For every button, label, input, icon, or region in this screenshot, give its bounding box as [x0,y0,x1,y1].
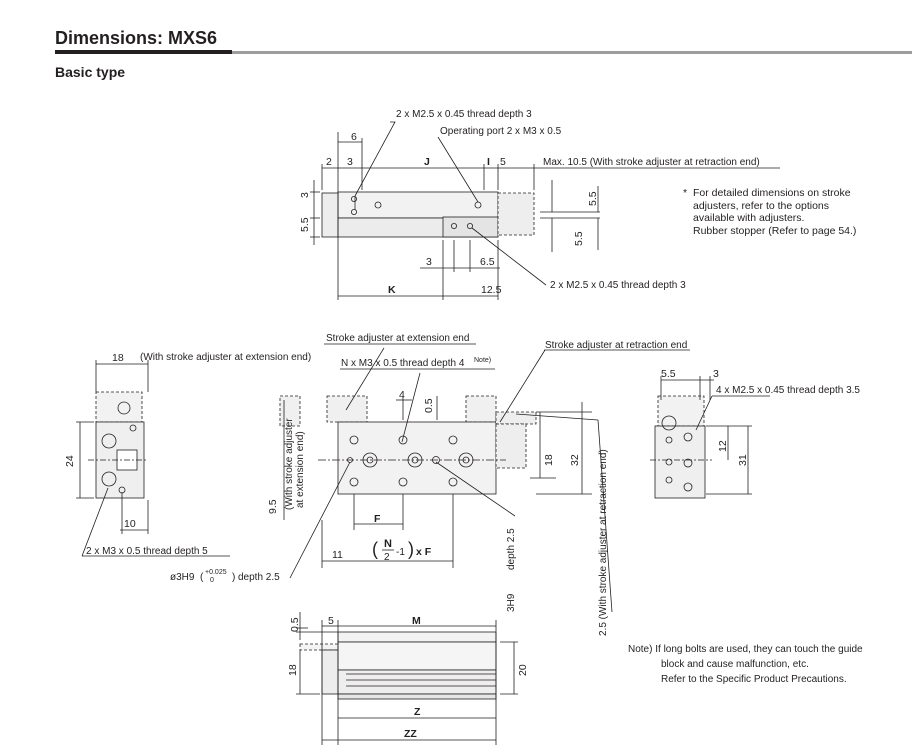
dim-5: 5 [500,156,506,168]
callout-max-retraction: Max. 10.5 (With stroke adjuster at retra… [543,157,760,168]
dim-K: K [388,284,396,296]
callout-with-ext-18: (With stroke adjuster at extension end) [140,352,311,363]
bolt-length-note: Note) If long bolts are used, they can t… [628,642,863,687]
dim-5-5-right-bottom: 5.5 [573,231,585,246]
callout-pin-hole-tol-upper: +0.025 [205,569,227,576]
formula-2: 2 [384,552,390,563]
callout-labels: 2 x M2.5 x 0.45 thread depth 3 Operating… [86,109,860,636]
page-title: Dimensions: MXS6 [55,28,218,48]
dim-3-side: 3 [713,368,719,380]
star-note-line-4: Rubber stopper (Refer to page 54.) [693,224,857,237]
dim-3: 3 [347,156,353,168]
dim-0-5: 0.5 [423,398,435,413]
paren-open: ( [200,572,204,583]
dim-11: 11 [332,549,343,561]
dimension-labels: 6 2 3 J I 5 3 5.5 5.5 5.5 3 6.5 K 12.5 1… [64,131,749,740]
callout-pin-hole-depth: depth 2.5 [238,572,280,583]
right-end-view [650,376,770,499]
dim-4: 4 [399,389,405,401]
paren-close: ) [232,572,235,583]
callout-stroke-ext: Stroke adjuster at extension end [326,333,469,344]
dim-20: 20 [517,664,529,676]
dim-5-front: 5 [328,615,334,627]
dim-12: 12 [717,440,729,452]
callout-operating-port: Operating port 2 x M3 x 0.5 [440,126,562,137]
dim-F: F [374,513,381,525]
dim-18-mid: 18 [543,454,555,466]
formula-minus1: -1 [396,547,405,558]
dim-31: 31 [737,454,749,466]
dim-24: 24 [64,455,76,467]
dim-J: J [424,156,430,168]
dim-12-5: 12.5 [481,284,502,296]
dim-6-5: 6.5 [480,256,495,268]
dim-5-5-right-top: 5.5 [587,191,599,206]
dim-M: M [412,615,421,627]
callout-side-thread: 4 x M2.5 x 0.45 thread depth 3.5 [716,385,860,396]
callout-slot-3h9: 3H9 [506,593,517,612]
dim-2: 2 [326,156,332,168]
callout-pin-hole: ø3H9 [170,572,195,583]
dim-I: I [487,156,490,168]
callout-vertical-ext-2: at extension end) [295,431,306,508]
dim-0-5-front: 0.5 [289,617,301,632]
title-rule-dark [55,50,232,54]
star-note-line-3: available with adjusters. [693,212,805,224]
star-note-line-2: adjusters, refer to the options [693,199,829,212]
callout-left-thread: 2 x M3 x 0.5 thread depth 5 [86,546,208,557]
dim-ZZ: ZZ [404,728,417,740]
dim-18-front: 18 [287,664,299,676]
pitch-formula: ( N 2 -1 ) x F [372,538,432,563]
star-note-line-1: For detailed dimensions on stroke [693,187,851,199]
callout-thread-top: 2 x M2.5 x 0.45 thread depth 3 [396,109,532,120]
formula-xf: x F [416,546,432,558]
dim-32: 32 [569,454,581,466]
asterisk-mark: * [683,187,688,199]
plan-view [279,343,690,613]
callout-pin-hole-tol-lower: 0 [210,577,214,584]
note-line-2: block and cause malfunction, etc. [661,659,809,670]
left-end-view [76,360,230,557]
formula-n: N [384,538,392,550]
title-rule-light [232,51,912,54]
callout-n-thread-note: Note) [474,357,491,364]
callout-stroke-ret: Stroke adjuster at retraction end [545,340,687,351]
top-view [310,121,780,300]
dim-3-left: 3 [299,192,311,198]
note-line-3: Refer to the Specific Product Precaution… [661,674,847,685]
callout-vertical-ext-1: (With stroke adjuster [284,418,295,510]
formula-paren-open: ( [372,539,378,559]
dim-5-5-side: 5.5 [661,368,676,380]
section-subtitle: Basic type [55,64,126,80]
callout-vertical-ret: 2.5 (With stroke adjuster at retraction … [598,449,609,636]
front-view [296,612,518,745]
dim-18-left: 18 [112,352,124,364]
callout-n-thread: N x M3 x 0.5 thread depth 4 [341,358,465,369]
callout-thread-bottom: 2 x M2.5 x 0.45 thread depth 3 [550,280,686,291]
stroke-adjuster-note: * For detailed dimensions on stroke adju… [683,187,856,237]
note-line-1: Note) If long bolts are used, they can t… [628,644,863,655]
callout-slot-depth: depth 2.5 [506,528,517,570]
dim-3-bottom: 3 [426,256,432,268]
dim-5-5-left: 5.5 [299,217,311,232]
dim-Z: Z [414,706,421,718]
dim-10: 10 [124,518,136,530]
formula-paren-close: ) [408,539,414,559]
dim-6: 6 [351,131,357,143]
dim-9-5: 9.5 [267,499,279,514]
